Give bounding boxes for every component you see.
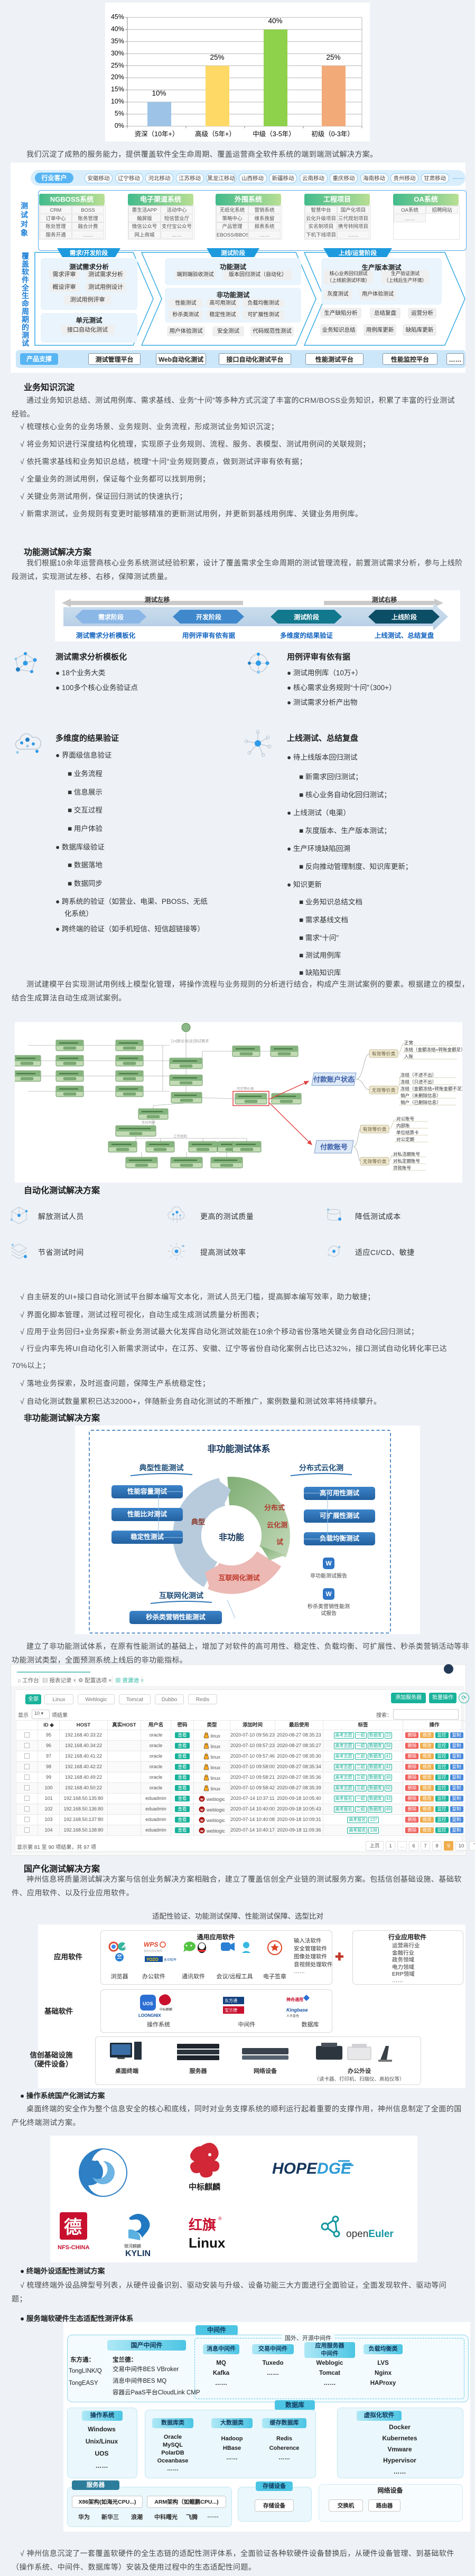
svg-text:销户（已删除信息）: 销户（已删除信息） <box>401 1100 441 1105</box>
svg-text:HOPEDGE: HOPEDGE <box>272 2160 352 2177</box>
svg-text:有效等价类: 有效等价类 <box>362 1126 386 1132</box>
svg-text:w: w <box>200 1828 203 1833</box>
svg-text:NFS-CHINA: NFS-CHINA <box>58 2244 90 2251</box>
svg-text:无效等价类: 无效等价类 <box>371 1087 395 1093</box>
svg-text:互斥判断: 互斥判断 <box>142 1120 156 1125</box>
svg-text:人大金仓: 人大金仓 <box>286 2014 299 2018</box>
svg-text:冻结（金额冻结+转账金额足）: 冻结（金额冻结+转账金额足） <box>404 1047 462 1052</box>
svg-text:LOONGNIX: LOONGNIX <box>138 2013 161 2018</box>
svg-text:东方通: 东方通 <box>225 1998 237 2003</box>
svg-text:有效等价类: 有效等价类 <box>371 1051 395 1056</box>
svg-text:冻结（不进不出）: 冻结（不进不出） <box>401 1072 436 1078</box>
svg-text:无效等价类: 无效等价类 <box>362 1158 386 1164</box>
svg-text:贷款账号: 贷款账号 <box>393 1165 411 1171</box>
svg-text:Kingbase: Kingbase <box>286 2007 308 2013</box>
svg-text:单位结算卡: 单位结算卡 <box>396 1130 419 1135</box>
svg-text:工作规则: 工作规则 <box>173 1134 187 1138</box>
svg-text:对私定期账号: 对私定期账号 <box>393 1158 420 1164</box>
svg-text:Linux: Linux <box>189 2235 226 2251</box>
svg-text:对公账号: 对公账号 <box>396 1116 414 1121</box>
svg-text:正常: 正常 <box>404 1040 413 1045</box>
svg-text:中标麒麟: 中标麒麟 <box>189 2182 221 2192</box>
svg-text:德: 德 <box>64 2218 82 2238</box>
svg-text:对私活期账号: 对私活期账号 <box>393 1152 420 1157</box>
svg-text:YOZO: YOZO <box>146 1957 159 1962</box>
svg-text:银河麒麟: 银河麒麟 <box>124 2243 141 2249</box>
svg-text:UOS: UOS <box>143 2001 153 2006</box>
svg-text:内部账: 内部账 <box>396 1123 410 1128</box>
svg-text:付款账号: 付款账号 <box>320 1143 348 1151</box>
svg-text:神舟通用: 神舟通用 <box>286 1997 303 2002</box>
svg-text:销户（未删除信息）: 销户（未删除信息） <box>401 1093 441 1098</box>
svg-text:永中软件: 永中软件 <box>164 1958 176 1962</box>
svg-text:w: w <box>200 1796 203 1801</box>
svg-text:对公定期: 对公定期 <box>396 1137 414 1142</box>
svg-text:®: ® <box>218 2216 222 2221</box>
svg-text:w: w <box>200 1807 203 1811</box>
svg-text:e: e <box>123 1945 126 1950</box>
svg-text:红旗: 红旗 <box>189 2217 216 2233</box>
svg-text:冻结（只进不出）: 冻结（只进不出） <box>401 1079 436 1084</box>
svg-text:WPS: WPS <box>144 1941 158 1948</box>
svg-text:w: w <box>200 1817 203 1822</box>
svg-text:永中公办公软件: 永中公办公软件 <box>144 1949 162 1953</box>
svg-text:入账: 入账 <box>404 1054 414 1059</box>
svg-text:可空等价类: 可空等价类 <box>237 1086 254 1091</box>
svg-text:openEuler: openEuler <box>346 2229 394 2240</box>
svg-text:冻结（金额冻结+转账金额不足）: 冻结（金额冻结+转账金额不足） <box>401 1086 462 1091</box>
svg-text:[1x]新业务[全]测试需求: [1x]新业务[全]测试需求 <box>171 1039 209 1043</box>
svg-text:中标麒麟: 中标麒麟 <box>160 2007 172 2012</box>
svg-text:付款账户状态: 付款账户状态 <box>313 1075 355 1083</box>
svg-text:宝兰德: 宝兰德 <box>225 2007 237 2013</box>
svg-text:KYLIN: KYLIN <box>125 2249 151 2258</box>
